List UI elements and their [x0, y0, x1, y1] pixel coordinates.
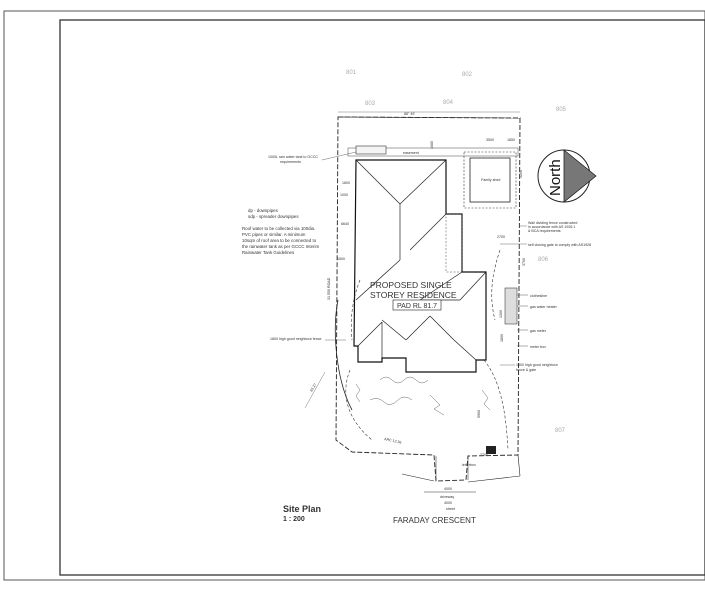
path-right — [483, 359, 509, 451]
legend-dp: dp - downpipes — [248, 208, 279, 213]
street-boundary — [401, 454, 521, 483]
street-name: FARADAY CRESCENT — [393, 516, 476, 525]
roof-note-4: the rainwater tank as per GCCC Interim — [242, 244, 319, 249]
roof-note-1: Roof water to be collected via 100dia. — [242, 226, 315, 231]
bearing-left: 65.27 — [309, 383, 317, 393]
retaining-note-2: in accordance with AS 1926.1 — [528, 225, 575, 229]
lot-number-6: 806 — [538, 257, 549, 263]
landscaping — [355, 376, 491, 416]
roof-lines — [355, 159, 487, 361]
site-plan-scale: 1 : 200 — [283, 516, 305, 523]
patio-area — [445, 213, 463, 273]
dim-3700: 3700 — [522, 258, 526, 266]
site-plan-title: Site Plan — [283, 504, 321, 514]
dim-1500: 1500 — [337, 257, 345, 261]
letterbox-label: letterbox — [462, 463, 476, 467]
garage-slab — [469, 157, 511, 203]
fence-note-left: 1800 high good neighbour fence — [270, 337, 322, 341]
top-bearing: 88° 49' — [404, 112, 415, 116]
dim-1800: 1800 — [500, 334, 504, 342]
dim-1850: 1850 — [507, 138, 515, 142]
lot-number-7: 807 — [555, 428, 566, 434]
garage-area — [463, 151, 517, 209]
pad-rl-box — [392, 299, 442, 311]
north-arrow: North — [537, 149, 597, 203]
dim-4000: 4000 — [444, 487, 452, 491]
lot-number-3: 803 — [365, 101, 376, 107]
bearing-leader — [304, 371, 326, 409]
roof-note-5: Rainwater Tank Guidelines — [242, 250, 295, 255]
lot-number-1: 801 — [346, 70, 357, 76]
dim-street: street — [446, 507, 455, 511]
lot-boundary — [335, 116, 521, 482]
fence-note-right-1: 1800 high good neighbour — [516, 363, 559, 367]
house-footprint — [353, 159, 487, 373]
dim-4200: 4200 — [519, 170, 523, 178]
roof-note-2: PVC pipes or similar. A minimum — [242, 232, 306, 237]
north-label: North — [547, 159, 564, 196]
outer-border — [3, 10, 705, 581]
dim-1600: 1600 — [342, 181, 350, 185]
dim-3500: 3500 — [486, 138, 494, 142]
gas-meter-note: gas meter — [530, 329, 547, 333]
dim-2700-b: 2700 — [480, 453, 488, 457]
letterbox-symbol — [486, 446, 496, 454]
fence-note-right-2: fence & gate — [516, 368, 536, 372]
lot-left-dim: 31.550 ROAD — [327, 277, 331, 300]
pad-rl-label: PAD RL 81.7 — [397, 303, 437, 310]
meter-box-note: meter box — [530, 345, 546, 349]
dim-2700: 2700 — [497, 235, 505, 239]
retaining-note-3: & BCA requirements — [528, 229, 561, 233]
gas-water-note: gas water heater — [530, 305, 558, 309]
clothesline-note: clothesline — [530, 294, 547, 298]
tank-note-1: 1000L rain water tank to GCCC — [268, 155, 318, 159]
dim-6640: 6640 — [341, 222, 349, 226]
self-closing-note: self closing gate to comply with AS1926 — [528, 243, 591, 247]
inner-border — [59, 19, 705, 576]
tank-note-2: requirements — [280, 160, 301, 164]
dim-1680: 1680 — [430, 141, 434, 149]
roof-note-3: 10sqm of roof area to be connected to — [242, 238, 317, 243]
lot-number-5: 805 — [556, 107, 567, 113]
easement-strip — [347, 147, 519, 157]
dim-4000-b: 4000 — [444, 501, 452, 505]
legend-sdp: sdp - spreader downpipes — [248, 214, 299, 219]
path-left — [345, 369, 373, 441]
dim-driveway: driveway — [440, 495, 454, 499]
garage-label: Family shed — [481, 178, 500, 182]
rainwater-tank — [355, 145, 387, 155]
top-boundary-line — [337, 116, 521, 119]
dim-1300: 1300 — [499, 310, 503, 318]
dim-1000: 1000 — [340, 193, 348, 197]
curve-label: ARC 12.36 — [384, 437, 402, 445]
retaining-note-1: Wall dividing fence constructed — [528, 221, 577, 225]
easement-label: easement — [403, 151, 419, 155]
residence-title-2: STOREY RESIDENCE — [370, 290, 457, 300]
residence-title-1: PROPOSED SINGLE — [370, 280, 452, 290]
driveway-edges — [435, 456, 469, 480]
setback-lines — [350, 249, 501, 341]
lot-number-2: 802 — [462, 72, 473, 78]
dim-5900: 5900 — [477, 410, 481, 418]
front-curve-boundary — [334, 299, 353, 411]
side-equipment — [504, 287, 518, 325]
lot-number-4: 804 — [443, 100, 454, 106]
note-leaders — [321, 151, 527, 366]
